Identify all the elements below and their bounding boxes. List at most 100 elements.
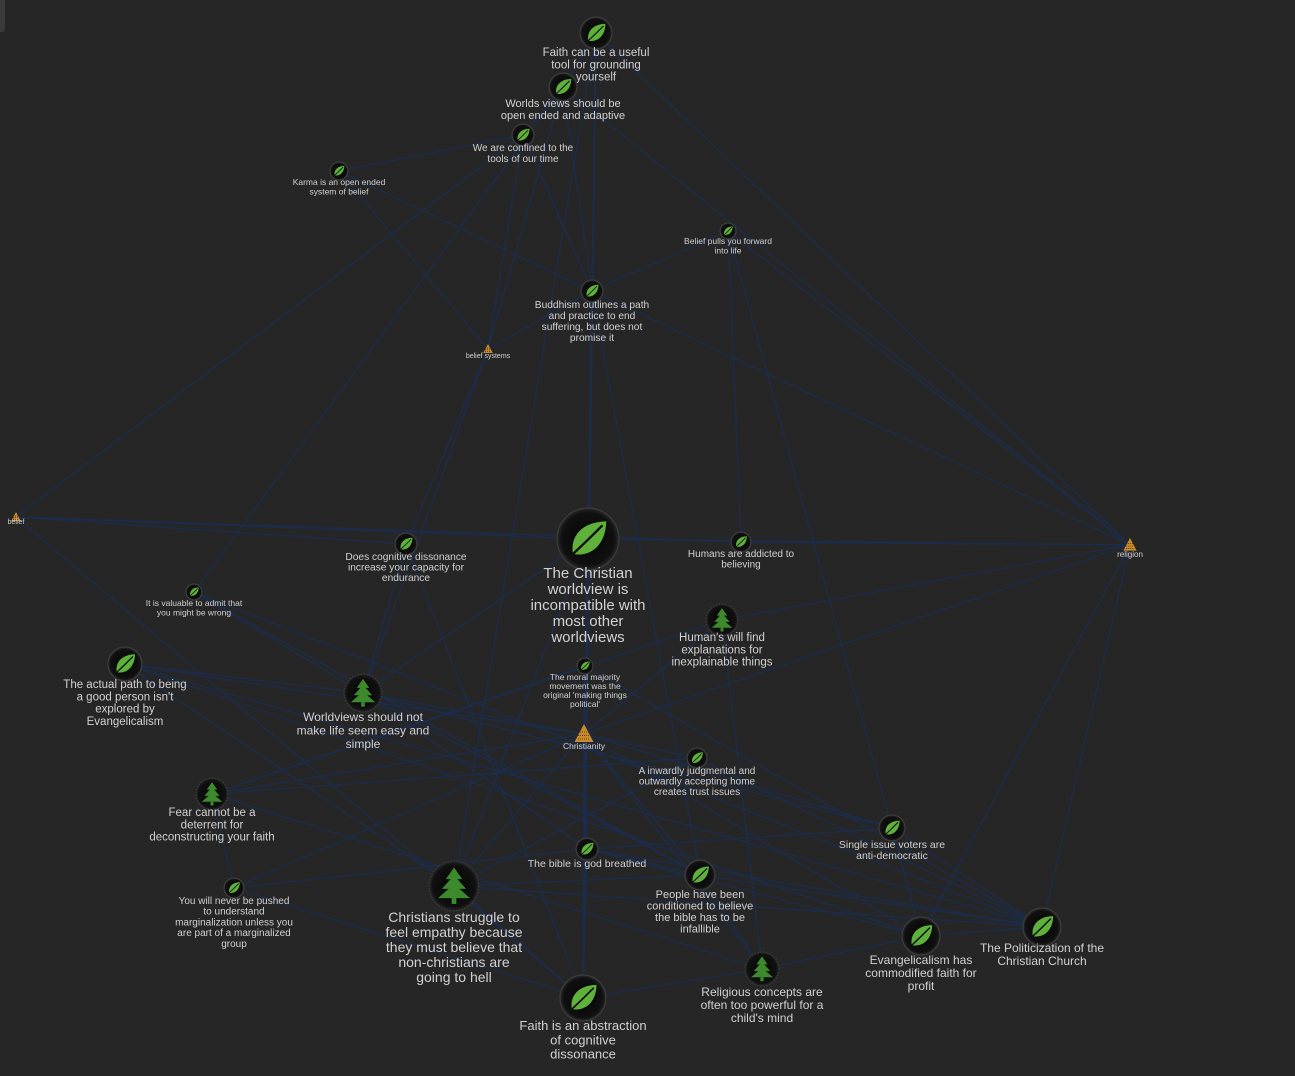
node-label-line: Karma is an open ended bbox=[293, 177, 386, 187]
node-label-line: incompatible with bbox=[530, 597, 645, 614]
graph-node-leaf[interactable] bbox=[878, 814, 906, 842]
graph-node-leaf[interactable] bbox=[719, 222, 737, 240]
node-label-line: belief bbox=[8, 519, 25, 526]
edge-n21-n25 bbox=[453, 885, 584, 999]
tree-icon bbox=[201, 782, 223, 806]
node-label-line: inexplainable things bbox=[671, 657, 772, 669]
node-label-line: system of belief bbox=[309, 187, 369, 197]
edge-t4-n20 bbox=[233, 733, 585, 889]
node-label-line: simple bbox=[346, 737, 381, 751]
edge-n17-n22 bbox=[891, 827, 1043, 928]
edge-t3-n22 bbox=[1041, 544, 1131, 928]
edge-n13-n18 bbox=[362, 692, 588, 850]
leaf-icon bbox=[571, 521, 607, 556]
node-label-line: promise it bbox=[570, 333, 614, 344]
leaf-icon bbox=[400, 537, 413, 550]
edge-n18-n20 bbox=[233, 848, 588, 889]
edge-n20-n25 bbox=[233, 887, 584, 999]
edge-n14-t4 bbox=[583, 665, 586, 735]
node-label-line: The Christian bbox=[543, 565, 632, 582]
graph-node-leaf[interactable] bbox=[576, 657, 594, 675]
graph-node-leaf[interactable] bbox=[575, 837, 599, 861]
edge-t2-n8 bbox=[15, 516, 407, 545]
edge-n10-n13 bbox=[193, 591, 364, 694]
edge-n15-n21 bbox=[453, 757, 698, 887]
graph-node-tag[interactable] bbox=[483, 344, 493, 353]
leaf-icon bbox=[587, 23, 606, 42]
leaf-icon bbox=[580, 661, 590, 671]
graph-node-leaf[interactable] bbox=[580, 279, 604, 303]
node-label-line: The actual path to being bbox=[63, 679, 186, 691]
edge-n6-n19 bbox=[591, 290, 701, 876]
node-label-line: Evangelicalism has bbox=[870, 953, 973, 967]
node-label-line: they must believe that bbox=[386, 939, 522, 955]
node-label-line: Does cognitive dissonance bbox=[345, 552, 467, 563]
graph-node-leaf[interactable] bbox=[559, 974, 607, 1022]
graph-node-leaf[interactable] bbox=[329, 161, 349, 181]
edge-n3-t1 bbox=[487, 134, 524, 350]
graph-node-tag[interactable] bbox=[574, 724, 594, 742]
edge-n6-t3 bbox=[591, 290, 1131, 546]
graph-node-tree[interactable] bbox=[195, 777, 229, 811]
edge-n5-n17 bbox=[727, 230, 893, 829]
edge-t3-n23 bbox=[920, 544, 1131, 937]
graph-node-tree[interactable] bbox=[705, 603, 739, 637]
edge-n1-n21 bbox=[453, 32, 597, 887]
node-label-line: explored by bbox=[95, 704, 155, 716]
leaf-icon bbox=[885, 820, 900, 835]
graph-node-tree[interactable] bbox=[744, 951, 780, 987]
node-label-line: tools of our time bbox=[487, 154, 559, 165]
graph-node-leaf[interactable] bbox=[556, 507, 620, 571]
graph-node-leaf[interactable] bbox=[730, 531, 752, 553]
graph-node-leaf[interactable] bbox=[1022, 907, 1062, 947]
edge-n4-t1 bbox=[338, 170, 489, 350]
node-label-line: Single issue voters are bbox=[839, 839, 945, 851]
graph-node-leaf[interactable] bbox=[107, 646, 143, 682]
edge-t4-n15 bbox=[583, 733, 698, 759]
edge-t4-n19 bbox=[583, 733, 701, 876]
edge-n19-n24 bbox=[699, 874, 763, 970]
graph-node-tag[interactable] bbox=[1123, 538, 1137, 551]
graph-node-leaf[interactable] bbox=[579, 16, 613, 50]
edge-n4-n6 bbox=[338, 170, 593, 292]
leaf-icon bbox=[1032, 916, 1054, 937]
edge-n12-n21 bbox=[124, 663, 455, 887]
node-label: The bible is god breathed bbox=[528, 858, 647, 870]
node-label-line: Fear cannot be a bbox=[169, 807, 257, 819]
leaf-icon bbox=[517, 128, 530, 141]
leaf-icon bbox=[691, 752, 703, 764]
node-label-line: Christian Church bbox=[997, 954, 1086, 968]
graph-node-leaf[interactable] bbox=[548, 72, 578, 102]
graph-node-tree[interactable] bbox=[343, 673, 383, 713]
node-label-line: Worldviews should not bbox=[303, 710, 424, 724]
node-label-line: worldviews bbox=[550, 629, 624, 646]
graph-node-leaf[interactable] bbox=[684, 859, 716, 891]
graph-node-tag[interactable] bbox=[11, 512, 21, 521]
node-label-line: of cognitive bbox=[550, 1032, 616, 1047]
graph-node-leaf[interactable] bbox=[511, 123, 535, 147]
node-label-line: It is valuable to admit that bbox=[146, 598, 243, 608]
graph-node-leaf[interactable] bbox=[223, 877, 245, 899]
graph-node-leaf[interactable] bbox=[686, 747, 708, 769]
edge-n10-n22 bbox=[193, 591, 1043, 928]
edge-n6-t1 bbox=[487, 290, 593, 350]
edge-n14-n16 bbox=[211, 665, 586, 795]
node-label-line: commodified faith for bbox=[865, 966, 976, 980]
graph-node-leaf[interactable] bbox=[901, 916, 941, 956]
node-label-line: group bbox=[221, 939, 247, 950]
edge-n5-t3 bbox=[727, 230, 1131, 546]
graph-node-leaf[interactable] bbox=[185, 583, 203, 601]
leaf-icon bbox=[571, 984, 597, 1010]
node-label-line: explanations for bbox=[681, 645, 762, 657]
graph-node-tree[interactable] bbox=[428, 860, 480, 912]
leaf-icon bbox=[735, 536, 747, 548]
graph-node-leaf[interactable] bbox=[394, 532, 418, 556]
